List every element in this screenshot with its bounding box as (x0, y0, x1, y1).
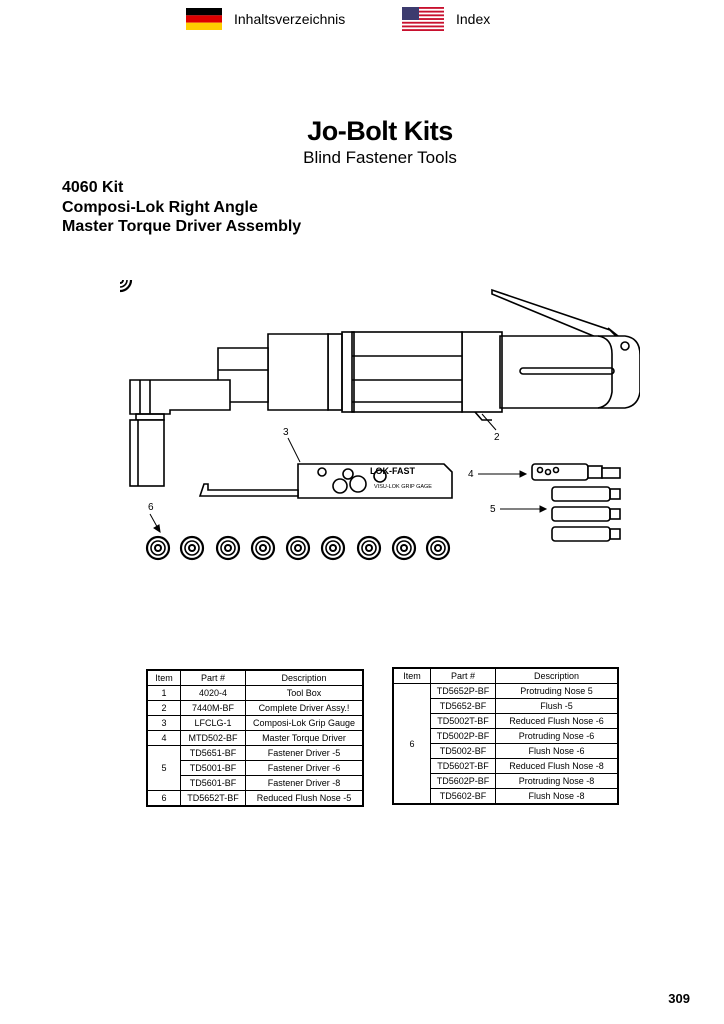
cell-description: Reduced Flush Nose -5 (245, 790, 364, 807)
cell-description: Master Torque Driver (245, 730, 364, 746)
table-row: 1 4020-4 Tool Box (146, 685, 364, 701)
cell-description: Composi-Lok Grip Gauge (245, 715, 364, 731)
cell-part: LFCLG-1 (180, 715, 246, 731)
tool-assembly-drawing: LOK-FAST VISU-LOK GRIP GAGE 2 3 4 5 6 (120, 280, 640, 561)
cell-description: Protruding Nose 5 (495, 683, 619, 699)
page-title: Jo-Bolt Kits (307, 116, 453, 146)
header-description: Description (245, 669, 364, 686)
table-row: TD5001-BF Fastener Driver -6 (147, 760, 364, 776)
master-torque-driver-illustration (531, 463, 621, 481)
gauge-brand-label: LOK-FAST (370, 466, 415, 476)
german-flag-icon (186, 8, 222, 30)
table-row: 2 7440M-BF Complete Driver Assy.! (146, 700, 364, 716)
nav-link-index[interactable]: Index (402, 6, 490, 32)
cell-description: Flush -5 (495, 698, 619, 714)
header-item: Item (146, 669, 181, 686)
cell-description: Flush Nose -6 (495, 743, 619, 759)
cell-part: TD5652T-BF (180, 790, 246, 807)
callout-5: 5 (490, 504, 496, 515)
callout-3: 3 (283, 427, 289, 438)
cell-part: TD5652P-BF (430, 683, 496, 699)
cell-item: 1 (146, 685, 181, 701)
nav-link-inhaltsverzeichnis[interactable]: Inhaltsverzeichnis (186, 6, 345, 32)
cell-part: TD5602P-BF (430, 773, 496, 789)
callout-6: 6 (148, 502, 154, 513)
cell-part: TD5002T-BF (430, 713, 496, 729)
nose-pieces-illustration (120, 280, 451, 561)
cell-item: 4 (146, 730, 181, 746)
kit-number: 4060 Kit (62, 179, 124, 196)
cell-description: Fastener Driver -6 (245, 760, 364, 776)
table-row: 4 MTD502-BF Master Torque Driver (146, 730, 364, 746)
header-part: Part # (180, 669, 246, 686)
callout-2: 2 (494, 432, 500, 443)
cell-item: 6 (392, 683, 431, 805)
cell-part: TD5002P-BF (430, 728, 496, 744)
cell-description: Reduced Flush Nose -8 (495, 758, 619, 774)
cell-item: 2 (146, 700, 181, 716)
kit-assembly: Master Torque Driver Assembly (62, 218, 302, 235)
parts-table-1: Item Part # Description 1 4020-4 Tool Bo… (146, 669, 364, 807)
cell-part: TD5602T-BF (430, 758, 496, 774)
cell-part: MTD502-BF (180, 730, 246, 746)
cell-part: TD5601-BF (180, 775, 246, 791)
cell-part: TD5602-BF (430, 788, 496, 805)
cell-description: Fastener Driver -8 (245, 775, 364, 791)
callouts: 2 3 4 5 6 (148, 413, 548, 534)
cell-part: TD5001-BF (180, 760, 246, 776)
nav-label-english: Index (456, 11, 491, 27)
fastener-drivers-illustration (551, 486, 621, 542)
cell-description: Tool Box (245, 685, 364, 701)
cell-part: TD5002-BF (430, 743, 496, 759)
header-description: Description (495, 667, 619, 684)
table-row: TD5002-BF Flush Nose -6 (393, 743, 619, 759)
cell-part: 4020-4 (180, 685, 246, 701)
cell-description: Flush Nose -8 (495, 788, 619, 805)
cell-item: 5 (146, 745, 181, 791)
cell-item: 3 (146, 715, 181, 731)
cell-description: Fastener Driver -5 (245, 745, 364, 761)
table-row: 6 TD5652P-BF Protruding Nose 5 (392, 683, 619, 805)
table-header-row: Item Part # Description (146, 669, 364, 686)
cell-description: Reduced Flush Nose -6 (495, 713, 619, 729)
table-row: 3 LFCLG-1 Composi-Lok Grip Gauge (146, 715, 364, 731)
grip-gauge-illustration: LOK-FAST VISU-LOK GRIP GAGE (198, 463, 453, 499)
kit-name: Composi-Lok Right Angle (62, 199, 258, 216)
header-part: Part # (430, 667, 496, 684)
table-row: TD5602P-BF Protruding Nose -8 (393, 773, 619, 789)
us-flag-icon (402, 7, 444, 31)
nav-label-german: Inhaltsverzeichnis (234, 11, 346, 27)
cell-description: Protruding Nose -8 (495, 773, 619, 789)
callout-4: 4 (468, 469, 474, 480)
table-row: TD5002P-BF Protruding Nose -6 (393, 728, 619, 744)
table-header-row: Item Part # Description (392, 667, 619, 684)
page-number: 309 (668, 991, 690, 1006)
cell-description: Protruding Nose -6 (495, 728, 619, 744)
driver-assembly-illustration (129, 288, 640, 487)
top-navigation: Inhaltsverzeichnis Index (0, 6, 724, 32)
table-row: TD5601-BF Fastener Driver -8 (147, 775, 364, 791)
cell-part: TD5652-BF (430, 698, 496, 714)
table-row: TD5002T-BF Reduced Flush Nose -6 (393, 713, 619, 729)
cell-item: 6 (146, 790, 181, 807)
table-row: 5 TD5651-BF Fastener Driver -5 (146, 745, 364, 791)
page-subtitle: Blind Fastener Tools (303, 148, 457, 167)
parts-table-2: Item Part # Description 6 TD5652P-BF Pro… (392, 667, 619, 805)
table-row: 6 TD5652T-BF Reduced Flush Nose -5 (146, 790, 364, 807)
gauge-subtitle-label: VISU-LOK GRIP GAGE (374, 484, 432, 490)
cell-part: 7440M-BF (180, 700, 246, 716)
header-item: Item (392, 667, 431, 684)
cell-part: TD5651-BF (180, 745, 246, 761)
cell-description: Complete Driver Assy.! (245, 700, 364, 716)
table-row: TD5602-BF Flush Nose -8 (393, 788, 619, 805)
